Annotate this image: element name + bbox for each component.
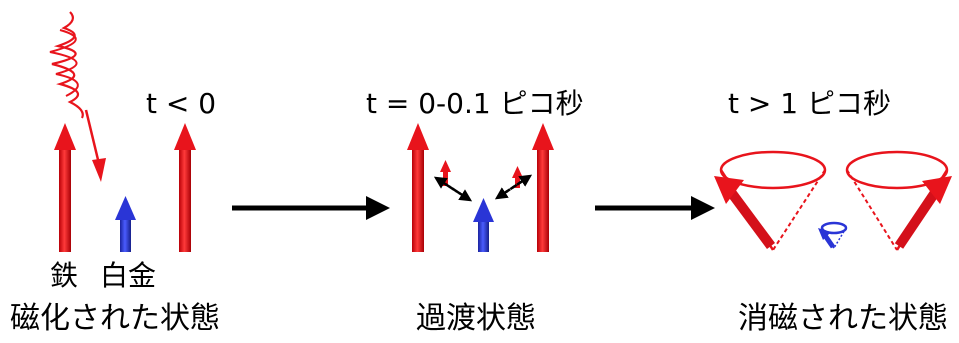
state-label-magnetized: 磁化された状態 [10,301,220,336]
platinum-spin-arrow-transient [473,198,494,252]
platinum-label: 白金 [100,259,157,292]
precession-cone-icon-right [845,150,952,251]
transfer-arrows [433,174,533,202]
time-label-transient: t = 0-0.1 ピコ秒 [366,87,584,120]
iron-label: 鉄 [50,259,79,292]
process-arrow-1 [232,196,390,220]
process-arrow-2 [595,196,715,220]
iron-spin-arrow-right [174,123,196,252]
precession-cone-icon-left [714,150,827,251]
platinum-spin-arrow [115,196,136,252]
time-label-initial: t < 0 [146,87,217,120]
iron-spin-arrow-transient-left [407,123,429,252]
iron-spin-arrow-left [54,123,76,252]
state-label-demagnetized: 消磁された状態 [738,301,948,336]
iron-spin-arrow-transient-right [532,123,554,252]
time-label-final: t > 1 ピコ秒 [728,87,891,120]
precession-cone-icon-small [818,221,848,249]
laser-pulse-icon [49,11,106,182]
state-label-transient: 過渡状態 [416,301,536,336]
